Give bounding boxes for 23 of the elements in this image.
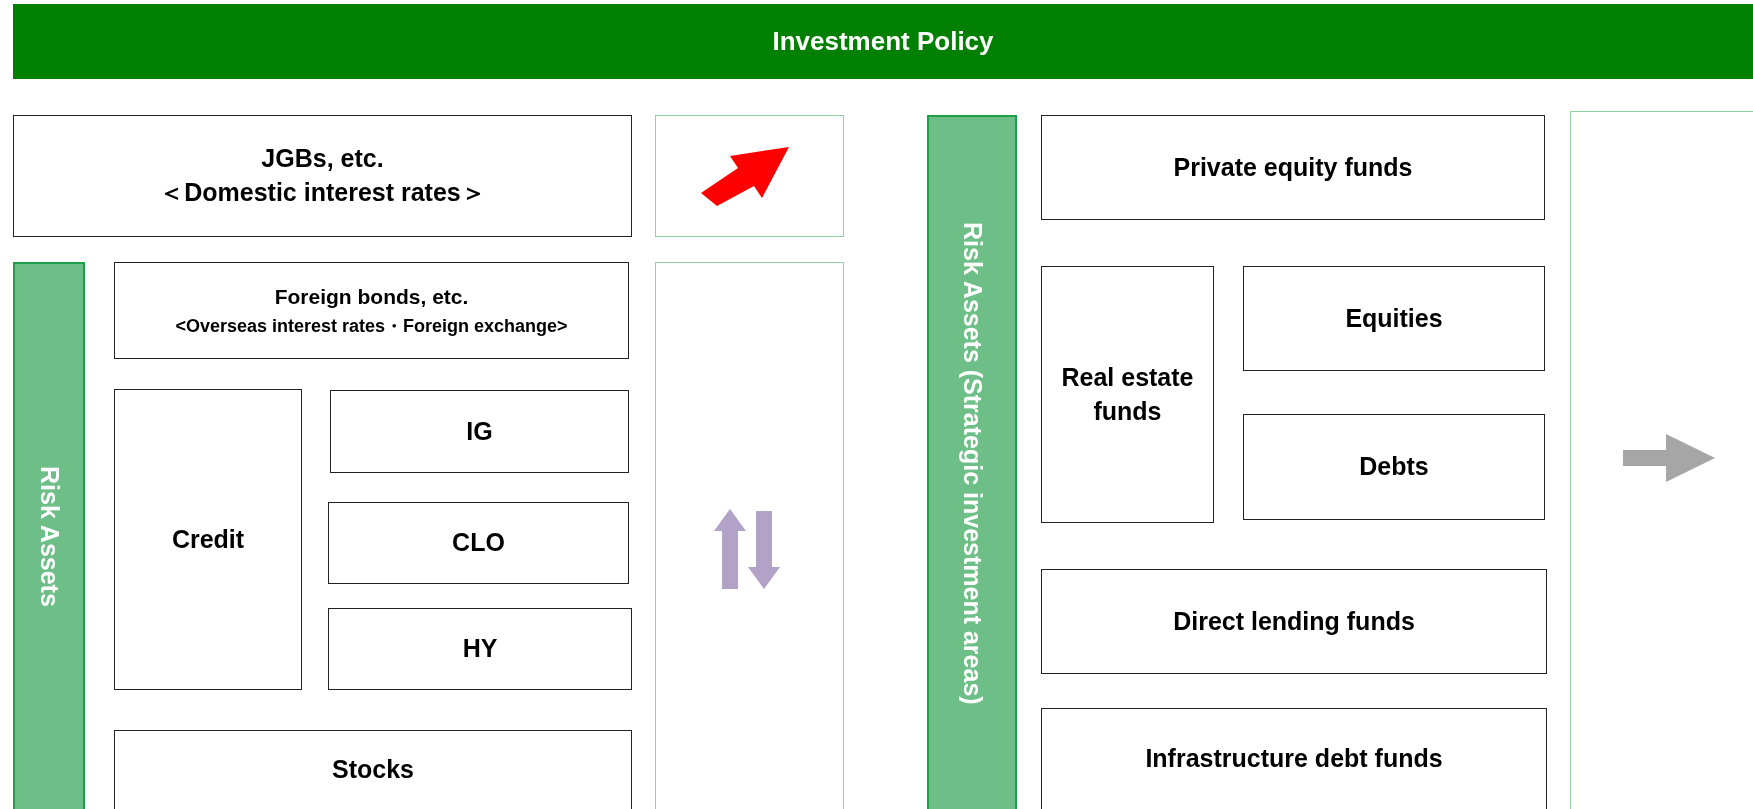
asset-box: Infrastructure debt funds xyxy=(1041,708,1547,809)
asset-box: Credit xyxy=(114,389,302,690)
box-heading: Foreign bonds, etc. xyxy=(274,284,469,311)
asset-box: IG xyxy=(330,390,629,473)
title-bar: Investment Policy xyxy=(13,4,1753,79)
asset-box: Private equity funds xyxy=(1041,115,1545,220)
asset-box: CLO xyxy=(328,502,629,584)
category-bar: Risk Assets xyxy=(13,262,85,809)
panel-box xyxy=(1570,111,1753,809)
box-subtitle: <Overseas interest rates・Foreign exchange> xyxy=(175,314,568,338)
asset-box: Stocks xyxy=(114,730,632,809)
asset-box: Equities xyxy=(1243,266,1545,371)
box-subtitle: ＜Domestic interest rates＞ xyxy=(159,177,486,208)
asset-box xyxy=(114,262,629,359)
asset-box: Debts xyxy=(1243,414,1545,520)
panel-box xyxy=(655,262,844,809)
asset-box: Direct lending funds xyxy=(1041,569,1547,674)
asset-box: HY xyxy=(328,608,632,690)
panel-box xyxy=(655,115,844,237)
category-bar: Risk Assets (Strategic investment areas) xyxy=(927,115,1017,809)
asset-box xyxy=(13,115,632,237)
asset-box: Real estate funds xyxy=(1041,266,1214,523)
box-heading: JGBs, etc. xyxy=(261,143,384,175)
